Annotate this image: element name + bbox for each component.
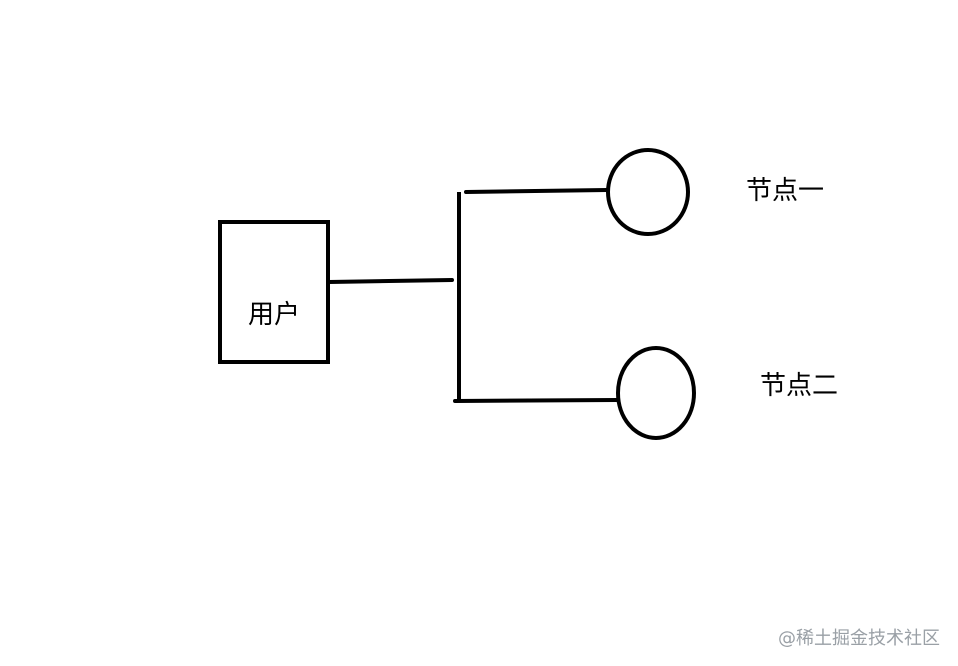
node-one-circle [606, 148, 690, 236]
branch-line-node-two [453, 398, 619, 403]
watermark-text: @稀土掘金技术社区 [778, 628, 940, 649]
node-two-circle [616, 346, 696, 440]
user-box [218, 220, 330, 364]
branch-line-node-one [464, 188, 609, 194]
user-box-label: 用户 [248, 300, 300, 330]
node-one-label: 节点一 [746, 176, 824, 206]
node-two-label: 节点二 [760, 371, 838, 401]
box-connector-line [327, 278, 454, 284]
